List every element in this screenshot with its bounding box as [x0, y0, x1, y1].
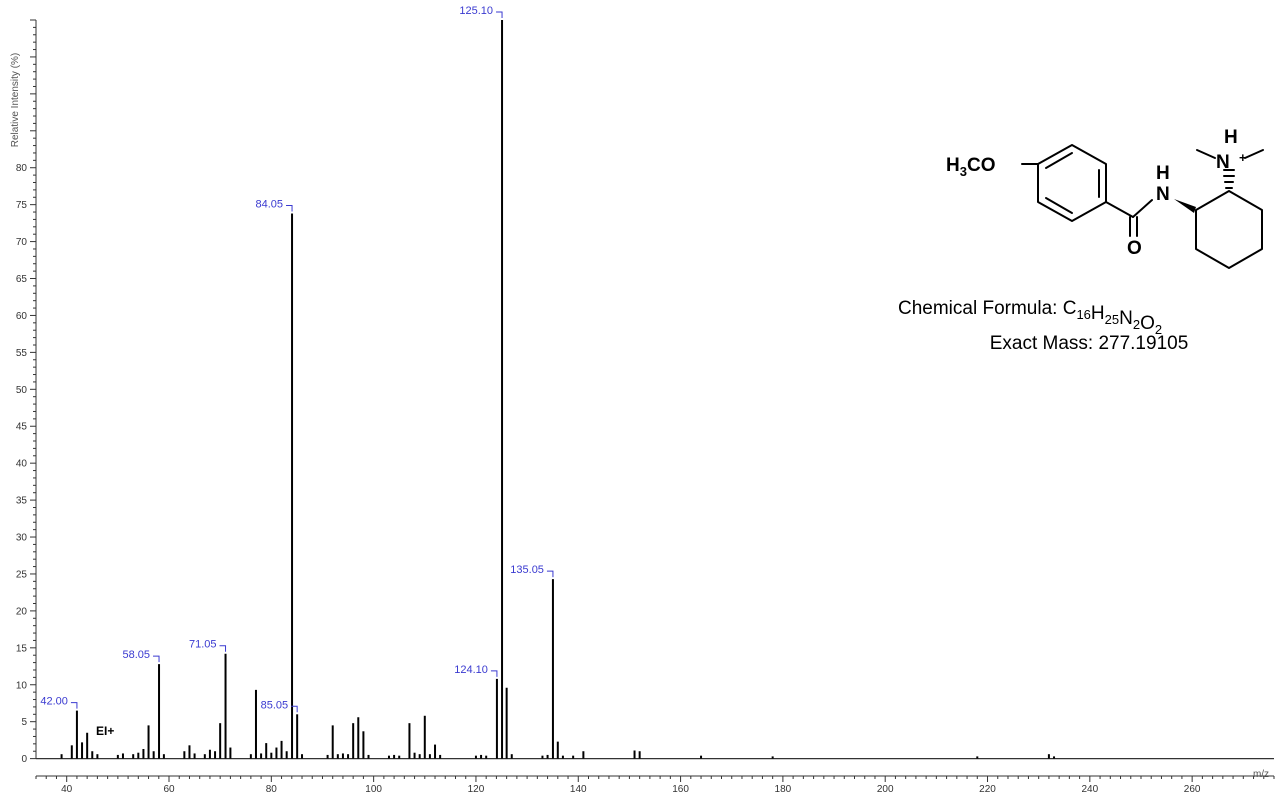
peak-label-bracket: [490, 670, 498, 677]
y-tick-label: 50: [16, 385, 28, 396]
y-tick-label: 45: [16, 422, 28, 433]
benzene-inner-bond-3: [1045, 197, 1073, 214]
methoxy-co: CO: [967, 155, 996, 176]
x-tick-label: 40: [61, 784, 73, 795]
ammonium-h-label: H: [1224, 127, 1238, 148]
x-tick-label: 100: [365, 784, 382, 795]
wedge-bond: [1174, 199, 1196, 213]
formula-prefix: Chemical Formula:: [898, 298, 1063, 319]
x-tick-label: 220: [979, 784, 996, 795]
amide-h-label: H: [1156, 163, 1170, 184]
peak-label: 135.05: [510, 564, 544, 576]
peak-labels: 42.00 58.05 71.05 84.05 85.05 124.10 125.10 135…: [40, 5, 554, 713]
methoxy-h: H: [946, 155, 960, 176]
peak-label-bracket: [496, 11, 503, 18]
x-tick-label: 160: [672, 784, 689, 795]
x-tick-label: 80: [266, 784, 278, 795]
benzene-inner-bond-1: [1045, 152, 1073, 169]
y-tick-label: 30: [16, 533, 28, 544]
x-tick-label: 140: [570, 784, 587, 795]
y-tick-label: 75: [16, 200, 28, 211]
formula-element: C: [1063, 298, 1077, 319]
y-tick-label: 70: [16, 237, 28, 248]
amide-n-label: N: [1156, 184, 1170, 205]
peak-label: 125.10: [459, 5, 493, 17]
amide-bond: [1132, 199, 1153, 218]
y-axis: 0 5 10 15 20 25 30 35 40 45 50 55 60 65 70 75 80: [16, 19, 37, 765]
peak-label: 84.05: [256, 199, 284, 211]
formula-element: O: [1140, 313, 1155, 334]
x-tick-label: 180: [775, 784, 792, 795]
hashed-bond: [1223, 169, 1235, 189]
peak-label-bracket: [219, 645, 227, 652]
y-tick-label: 80: [16, 163, 28, 174]
peak-label: 124.10: [454, 664, 488, 676]
n-methyl-bond-left: [1196, 149, 1216, 159]
y-tick-label: 55: [16, 348, 28, 359]
ammonium-charge-label: +: [1239, 150, 1247, 165]
peak-label-bracket: [153, 655, 160, 663]
x-tick-label: 260: [1184, 784, 1201, 795]
x-tick-label: 60: [163, 784, 175, 795]
formula-element: H: [1091, 303, 1105, 324]
x-tick-label: 120: [468, 784, 485, 795]
formula-subscript: 25: [1105, 312, 1119, 327]
exact-mass: Exact Mass: 277.19105: [990, 333, 1189, 354]
formula-subscript: 2: [1155, 322, 1162, 337]
formula-subscript: 2: [1133, 317, 1140, 332]
peak-label-bracket: [291, 705, 298, 713]
y-tick-label: 25: [16, 569, 28, 580]
y-axis-title: Relative Intensity (%): [10, 53, 21, 147]
peak-label-bracket: [70, 702, 78, 709]
formula-element: N: [1119, 308, 1133, 329]
ring-carbonyl-bond: [1105, 201, 1134, 218]
peak-label-bracket: [546, 570, 554, 578]
ammonium-n-label: N: [1216, 152, 1230, 173]
y-tick-label: 40: [16, 459, 28, 470]
x-axis: 40 60 80 100 120 140 160 180 200 220 240 260: [35, 758, 1275, 795]
y-tick-label: 0: [21, 754, 27, 765]
x-tick-label: 200: [877, 784, 894, 795]
peak-label: 71.05: [189, 639, 217, 651]
carbonyl-o-label: O: [1127, 238, 1142, 259]
peak-label: 85.05: [261, 699, 289, 711]
formula-subscript: 16: [1076, 307, 1090, 322]
peak-label: 42.00: [40, 696, 68, 708]
peak-label-bracket: [286, 205, 293, 212]
y-tick-label: 20: [16, 606, 28, 617]
y-tick-label: 5: [21, 717, 27, 728]
x-axis-title: m/z: [1253, 769, 1269, 780]
x-tick-label: 240: [1081, 784, 1098, 795]
cyclohexane-ring: [1195, 190, 1263, 269]
y-tick-label: 60: [16, 311, 28, 322]
ionization-mode-label: EI+: [96, 724, 114, 738]
y-tick-label: 10: [16, 680, 28, 691]
chemical-structure: [1021, 144, 1264, 269]
peaks: [60, 20, 1056, 759]
methoxy-group-label: H3CO: [946, 155, 995, 179]
y-tick-label: 65: [16, 274, 28, 285]
benzene-ring: [1037, 144, 1107, 222]
chemical-formula: Chemical Formula: C16H25N2O2: [898, 298, 1162, 337]
peak-label: 58.05: [123, 649, 151, 661]
y-tick-label: 35: [16, 496, 28, 507]
methoxy-subscript: 3: [960, 164, 967, 179]
n-methyl-bond-right: [1244, 149, 1264, 159]
y-tick-label: 15: [16, 643, 28, 654]
